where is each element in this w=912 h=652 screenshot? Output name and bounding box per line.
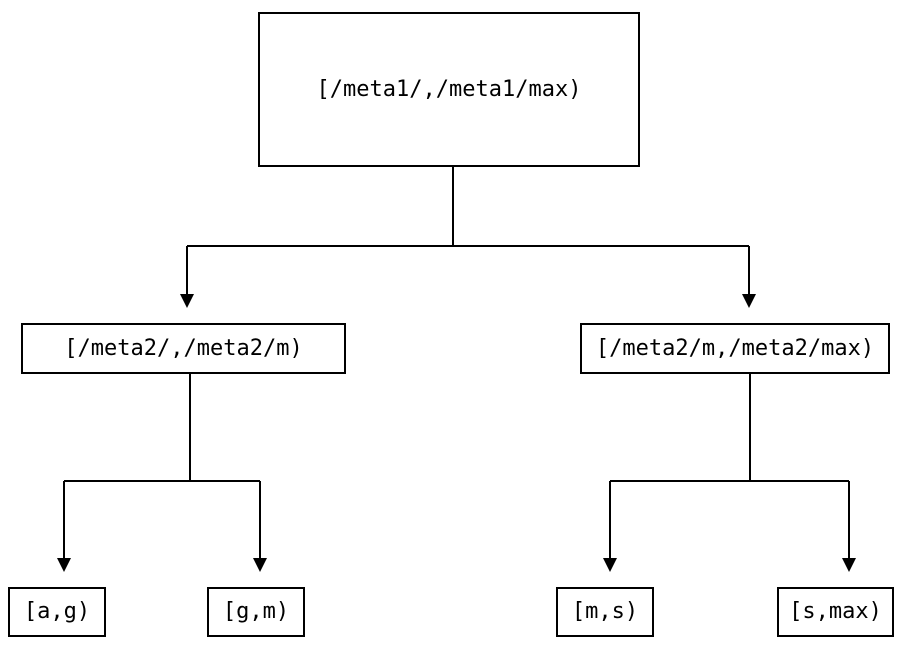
tree-node-mid-right[interactable]: [/meta2/m,/meta2/max) [580, 323, 890, 374]
arrowhead-to-leaf-gm [253, 558, 267, 572]
arrowhead-to-leaf-ag [57, 558, 71, 572]
arrowhead-to-leaf-ms [603, 558, 617, 572]
tree-node-leaf-m-s[interactable]: [m,s) [556, 587, 654, 637]
arrowhead-to-mid-right [742, 294, 756, 308]
tree-node-leaf-s-max[interactable]: [s,max) [777, 587, 894, 637]
arrowhead-to-leaf-smax [842, 558, 856, 572]
tree-node-leaf-a-g[interactable]: [a,g) [8, 587, 106, 637]
tree-node-root[interactable]: [/meta1/,/meta1/max) [258, 12, 640, 167]
tree-node-mid-left[interactable]: [/meta2/,/meta2/m) [21, 323, 346, 374]
tree-node-leaf-g-m[interactable]: [g,m) [207, 587, 305, 637]
arrowhead-to-mid-left [180, 294, 194, 308]
